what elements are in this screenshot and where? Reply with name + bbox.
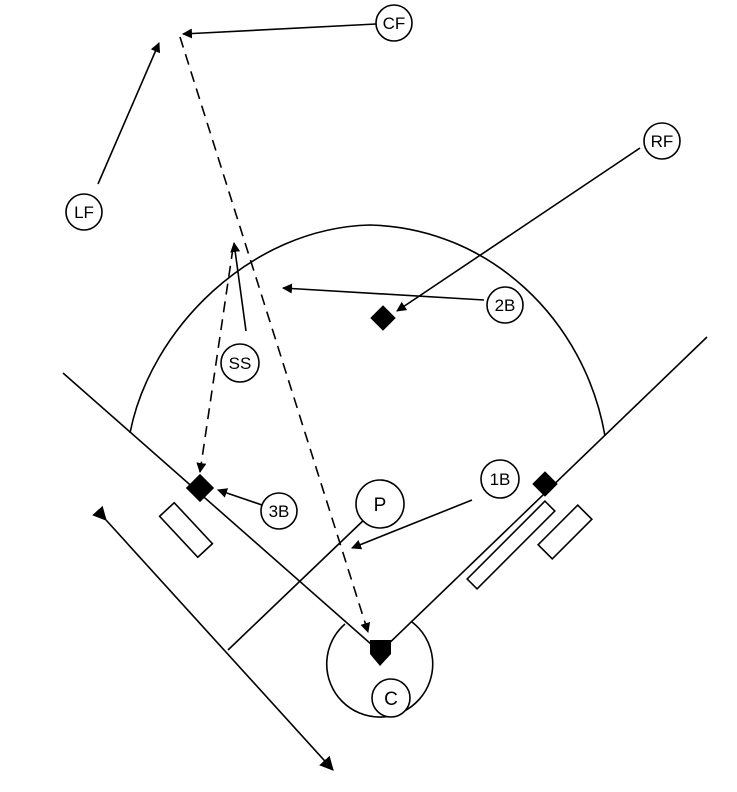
position-cf: CF xyxy=(375,4,413,42)
position-ss-label: SS xyxy=(229,354,252,373)
position-c-label: C xyxy=(384,689,398,710)
throw-path-cf-to-home xyxy=(179,36,371,633)
second-base-arrow xyxy=(282,283,485,301)
cf-arrow xyxy=(182,23,377,39)
third-base xyxy=(185,473,215,503)
second-base xyxy=(370,305,396,331)
position-1b-label: 1B xyxy=(490,470,511,489)
home-plate-circle xyxy=(326,621,434,718)
first-base-running-lane xyxy=(466,500,556,590)
position-2b: 2B xyxy=(486,286,524,324)
position-lf-label: LF xyxy=(74,203,94,222)
lf-arrow xyxy=(97,42,161,185)
first-base-arrow xyxy=(351,499,473,550)
position-2b-label: 2B xyxy=(495,296,516,315)
infield-arc xyxy=(129,224,606,437)
position-p: P xyxy=(355,479,405,529)
first-base-coach-box xyxy=(536,503,594,561)
position-rf-label: RF xyxy=(651,132,674,151)
position-cf-label: CF xyxy=(383,14,406,33)
position-3b: 3B xyxy=(260,492,298,530)
boundary-arrow xyxy=(92,505,334,771)
rf-arrow xyxy=(396,147,641,312)
third-base-arrow xyxy=(217,488,263,506)
position-p-label: P xyxy=(374,495,387,516)
position-3b-label: 3B xyxy=(269,502,290,521)
third-base-coach-box xyxy=(158,501,214,559)
ss-arrow xyxy=(230,242,247,332)
home-plate xyxy=(370,640,391,666)
position-rf: RF xyxy=(643,122,681,160)
position-1b: 1B xyxy=(480,459,520,499)
throw-path-ss-to-third xyxy=(196,247,234,473)
first-base xyxy=(532,471,558,497)
third-base-foul-line xyxy=(62,372,381,653)
position-c: C xyxy=(371,678,411,718)
position-ss: SS xyxy=(220,343,260,383)
position-lf: LF xyxy=(65,193,103,231)
